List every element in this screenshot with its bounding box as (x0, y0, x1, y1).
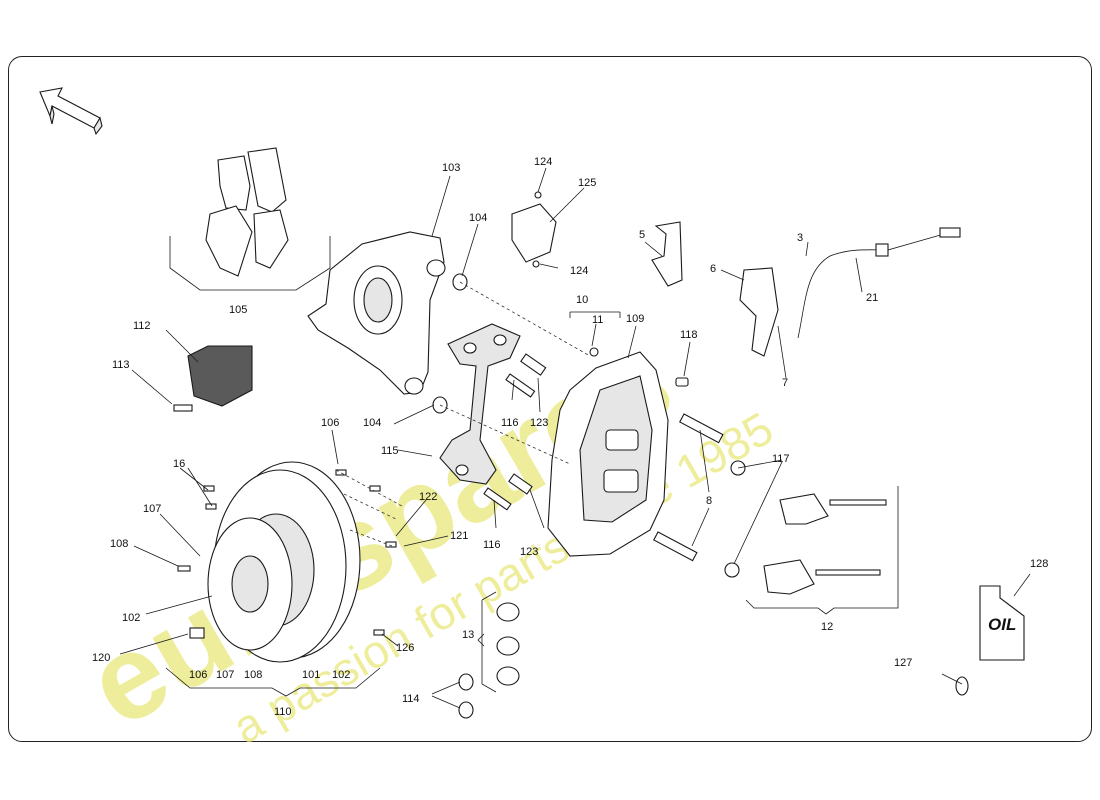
heat-shield (187, 345, 253, 407)
callout-110: 110 (274, 706, 292, 718)
nuts (724, 460, 746, 578)
callout-112: 112 (133, 320, 151, 332)
callout-124-b: 124 (570, 265, 588, 277)
callout-122: 122 (419, 491, 437, 503)
callout-7: 7 (782, 377, 788, 389)
callout-124-a: 124 (534, 156, 552, 168)
callout-113: 113 (112, 359, 130, 371)
oil-label: OIL (988, 615, 1016, 634)
hose-clips (651, 221, 779, 357)
oil-bottle-icon: OIL (979, 585, 1025, 661)
callout-21: 21 (866, 292, 878, 304)
callout-105: 105 (229, 304, 247, 316)
callout-16: 16 (173, 458, 185, 470)
brake-pads (169, 147, 331, 291)
callout-108-a: 108 (110, 538, 128, 550)
brake-caliper (547, 347, 669, 557)
callout-13: 13 (462, 629, 474, 641)
callout-107-a: 107 (143, 503, 161, 515)
callout-108-b: 108 (244, 669, 262, 681)
callout-120: 120 (92, 652, 110, 664)
callout-117: 117 (772, 453, 790, 465)
callout-11: 11 (592, 314, 603, 326)
diagram-frame (8, 56, 1092, 742)
brake-hose (797, 227, 961, 339)
callout-123-b: 123 (520, 546, 538, 558)
callout-121: 121 (450, 530, 468, 542)
callout-5: 5 (639, 229, 645, 241)
assembly-lines (335, 281, 591, 547)
steering-knuckle (307, 231, 446, 395)
caliper-bracket (439, 323, 521, 485)
caliper-bolts (653, 413, 724, 562)
callout-106-a: 106 (321, 417, 339, 429)
callout-101: 101 (302, 669, 320, 681)
direction-arrow-icon (39, 87, 103, 136)
callout-118: 118 (680, 329, 698, 341)
disc-hub (207, 517, 293, 651)
callout-109: 109 (626, 313, 644, 325)
callout-126: 126 (396, 642, 414, 654)
callout-128: 128 (1030, 558, 1048, 570)
callout-116-a: 116 (501, 417, 519, 429)
callout-104-a: 104 (469, 212, 487, 224)
hose-bracket (511, 191, 557, 268)
leader-lines (119, 167, 1031, 709)
oil-ring (955, 676, 969, 696)
callout-12: 12 (821, 621, 833, 633)
callout-10: 10 (576, 294, 588, 306)
callout-102-a: 102 (122, 612, 140, 624)
callout-106-b: 106 (189, 669, 207, 681)
callout-107-b: 107 (216, 669, 234, 681)
pad-springs (763, 493, 887, 595)
callout-127: 127 (894, 657, 912, 669)
callout-104-b: 104 (363, 417, 381, 429)
callout-6: 6 (710, 263, 716, 275)
callout-123-a: 123 (530, 417, 548, 429)
caliper-seals (496, 602, 520, 686)
shield-screw (173, 404, 193, 412)
callout-116-b: 116 (483, 539, 501, 551)
callout-125: 125 (578, 177, 596, 189)
callout-102-b: 102 (332, 669, 350, 681)
o-rings (458, 673, 474, 719)
callout-labels: 3 5 6 7 8 10 11 12 13 16 21 101 102 102 … (92, 156, 1048, 718)
callout-8: 8 (706, 495, 712, 507)
callout-3: 3 (797, 232, 803, 244)
bracket-bolts (483, 353, 547, 511)
bleed-screw (675, 377, 689, 387)
callout-115: 115 (381, 445, 399, 457)
callout-103: 103 (442, 162, 460, 174)
callout-114: 114 (402, 693, 420, 705)
